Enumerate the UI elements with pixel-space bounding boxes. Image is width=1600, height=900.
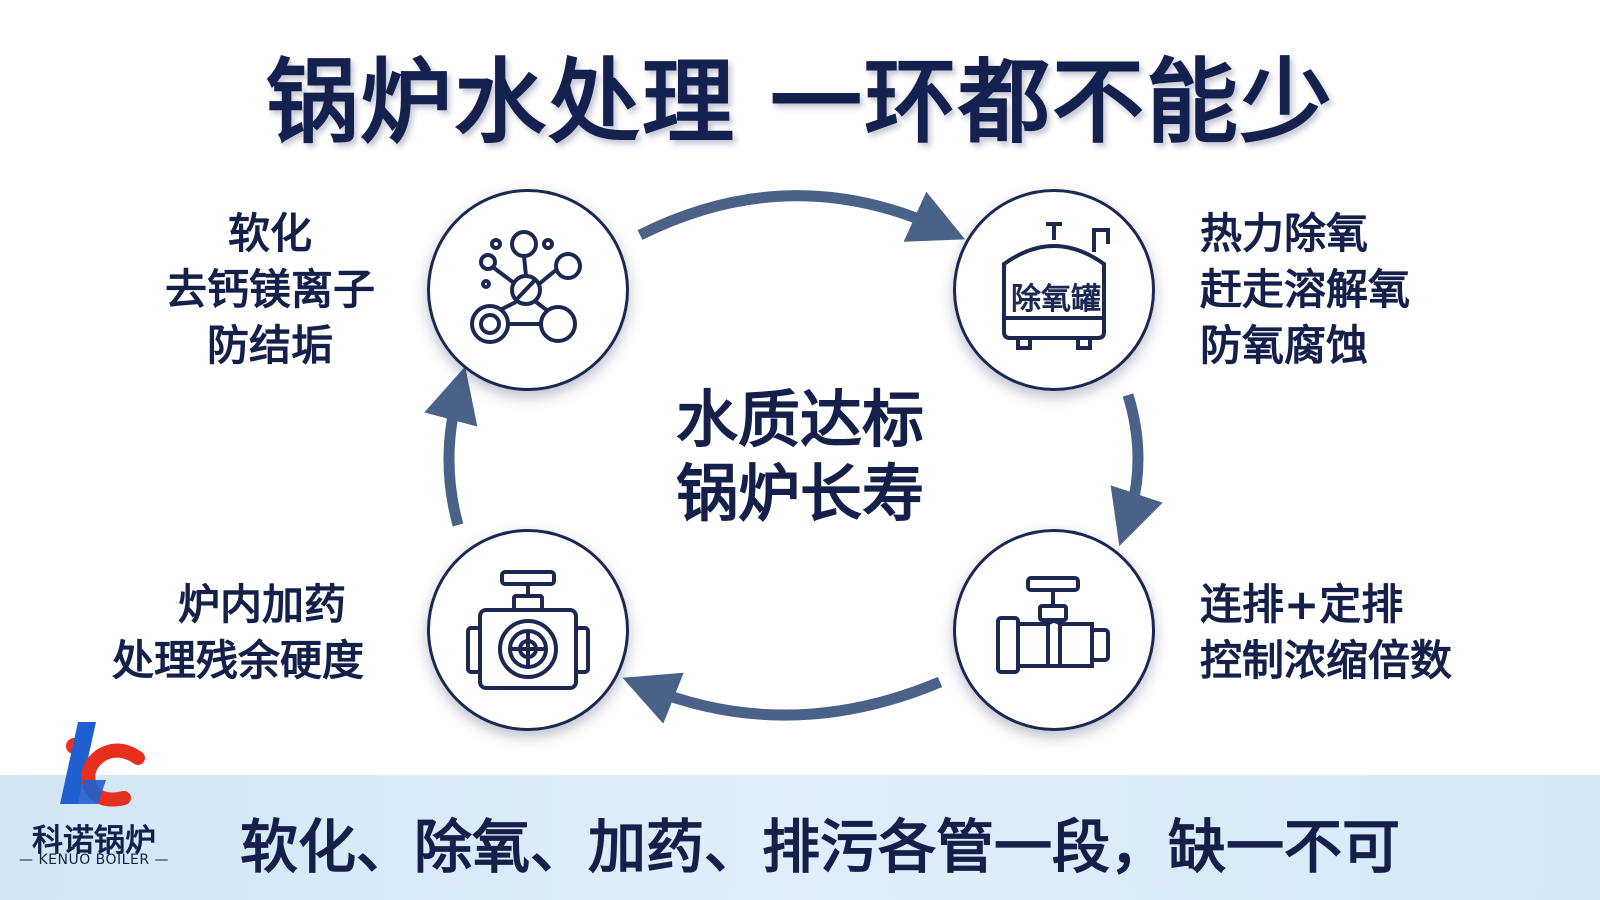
page-title: 锅炉水处理 一环都不能少 xyxy=(265,49,1335,156)
deaeration-label: 热力除氧 赶走溶解氧 防氧腐蚀 xyxy=(1200,209,1411,370)
banner-text: 软化、除氧、加药、排污各管一段，缺一不可 xyxy=(240,813,1401,881)
logo-name: 科诺锅炉 xyxy=(32,823,156,859)
blowdown-node xyxy=(953,529,1155,731)
softening-node xyxy=(427,189,629,391)
arrow-bottom xyxy=(622,672,943,724)
deaerator-tank-label: 除氧罐 xyxy=(1011,282,1101,317)
molecule-icon xyxy=(470,230,582,344)
deaerator-tank-icon xyxy=(1002,222,1110,350)
dosing-label: 炉内加药 处理残余硬度 xyxy=(112,580,365,685)
dosing-node xyxy=(427,529,629,731)
dosing-pump-icon xyxy=(466,570,590,690)
center-slogan: 水质达标 锅炉长寿 xyxy=(675,383,924,530)
kenuo-logo-icon: KC xyxy=(60,722,145,807)
arrow-top xyxy=(637,190,966,242)
bottom-banner xyxy=(0,775,1600,900)
arrow-left xyxy=(424,366,478,527)
blowdown-valve-icon xyxy=(996,576,1110,674)
deaeration-node: 除氧罐 xyxy=(953,189,1155,391)
softening-label: 软化 去钙镁离子 防结垢 xyxy=(164,209,375,370)
blowdown-label: 连排+定排 控制浓缩倍数 xyxy=(1200,580,1453,685)
logo-english: — KENUO BOILER — xyxy=(19,852,169,868)
arrow-right xyxy=(1110,393,1163,547)
